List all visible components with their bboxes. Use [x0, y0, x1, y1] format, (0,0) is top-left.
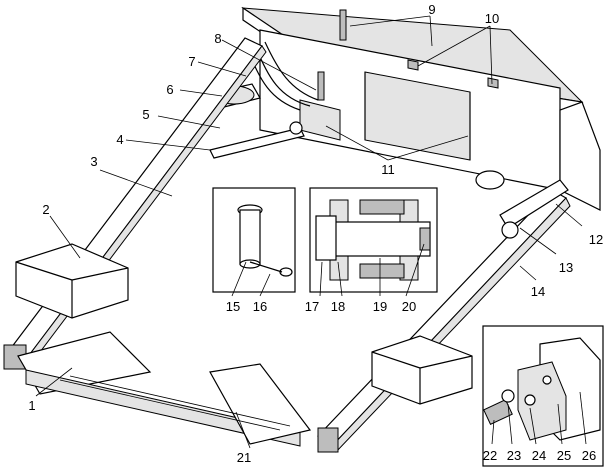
callouts: 1 2 3 4 5 6 7 8 9 10 11 12 13 14 15 16 1…: [28, 2, 603, 465]
rear-frame: [241, 6, 601, 211]
callout-5: 5: [142, 107, 149, 122]
callout-17: 17: [305, 299, 319, 314]
callout-21: 21: [237, 450, 251, 465]
support-block-left: [15, 243, 129, 319]
callout-22: 22: [483, 448, 497, 463]
callout-4: 4: [116, 132, 123, 147]
inset-joint-section: [309, 187, 438, 293]
inset-pin-detail: [212, 187, 296, 293]
callout-14: 14: [531, 284, 545, 299]
callout-6: 6: [166, 82, 173, 97]
leader-lines: [35, 15, 587, 449]
callout-24: 24: [532, 448, 546, 463]
callout-3: 3: [90, 154, 97, 169]
callout-2: 2: [42, 202, 49, 217]
callout-15: 15: [226, 299, 240, 314]
support-block-right: [371, 335, 473, 405]
callout-9: 9: [428, 2, 435, 17]
callout-23: 23: [507, 448, 521, 463]
callout-12: 12: [589, 232, 603, 247]
callout-16: 16: [253, 299, 267, 314]
callout-8: 8: [214, 31, 221, 46]
inset-mount-detail: [482, 325, 604, 467]
callout-1: 1: [28, 398, 35, 413]
callout-20: 20: [402, 299, 416, 314]
callout-26: 26: [582, 448, 596, 463]
callout-13: 13: [559, 260, 573, 275]
callout-25: 25: [557, 448, 571, 463]
coupling-frame: [17, 331, 312, 447]
callout-19: 19: [373, 299, 387, 314]
callout-18: 18: [331, 299, 345, 314]
callout-11: 11: [381, 162, 395, 177]
callout-10: 10: [485, 11, 499, 26]
callout-7: 7: [188, 54, 195, 69]
